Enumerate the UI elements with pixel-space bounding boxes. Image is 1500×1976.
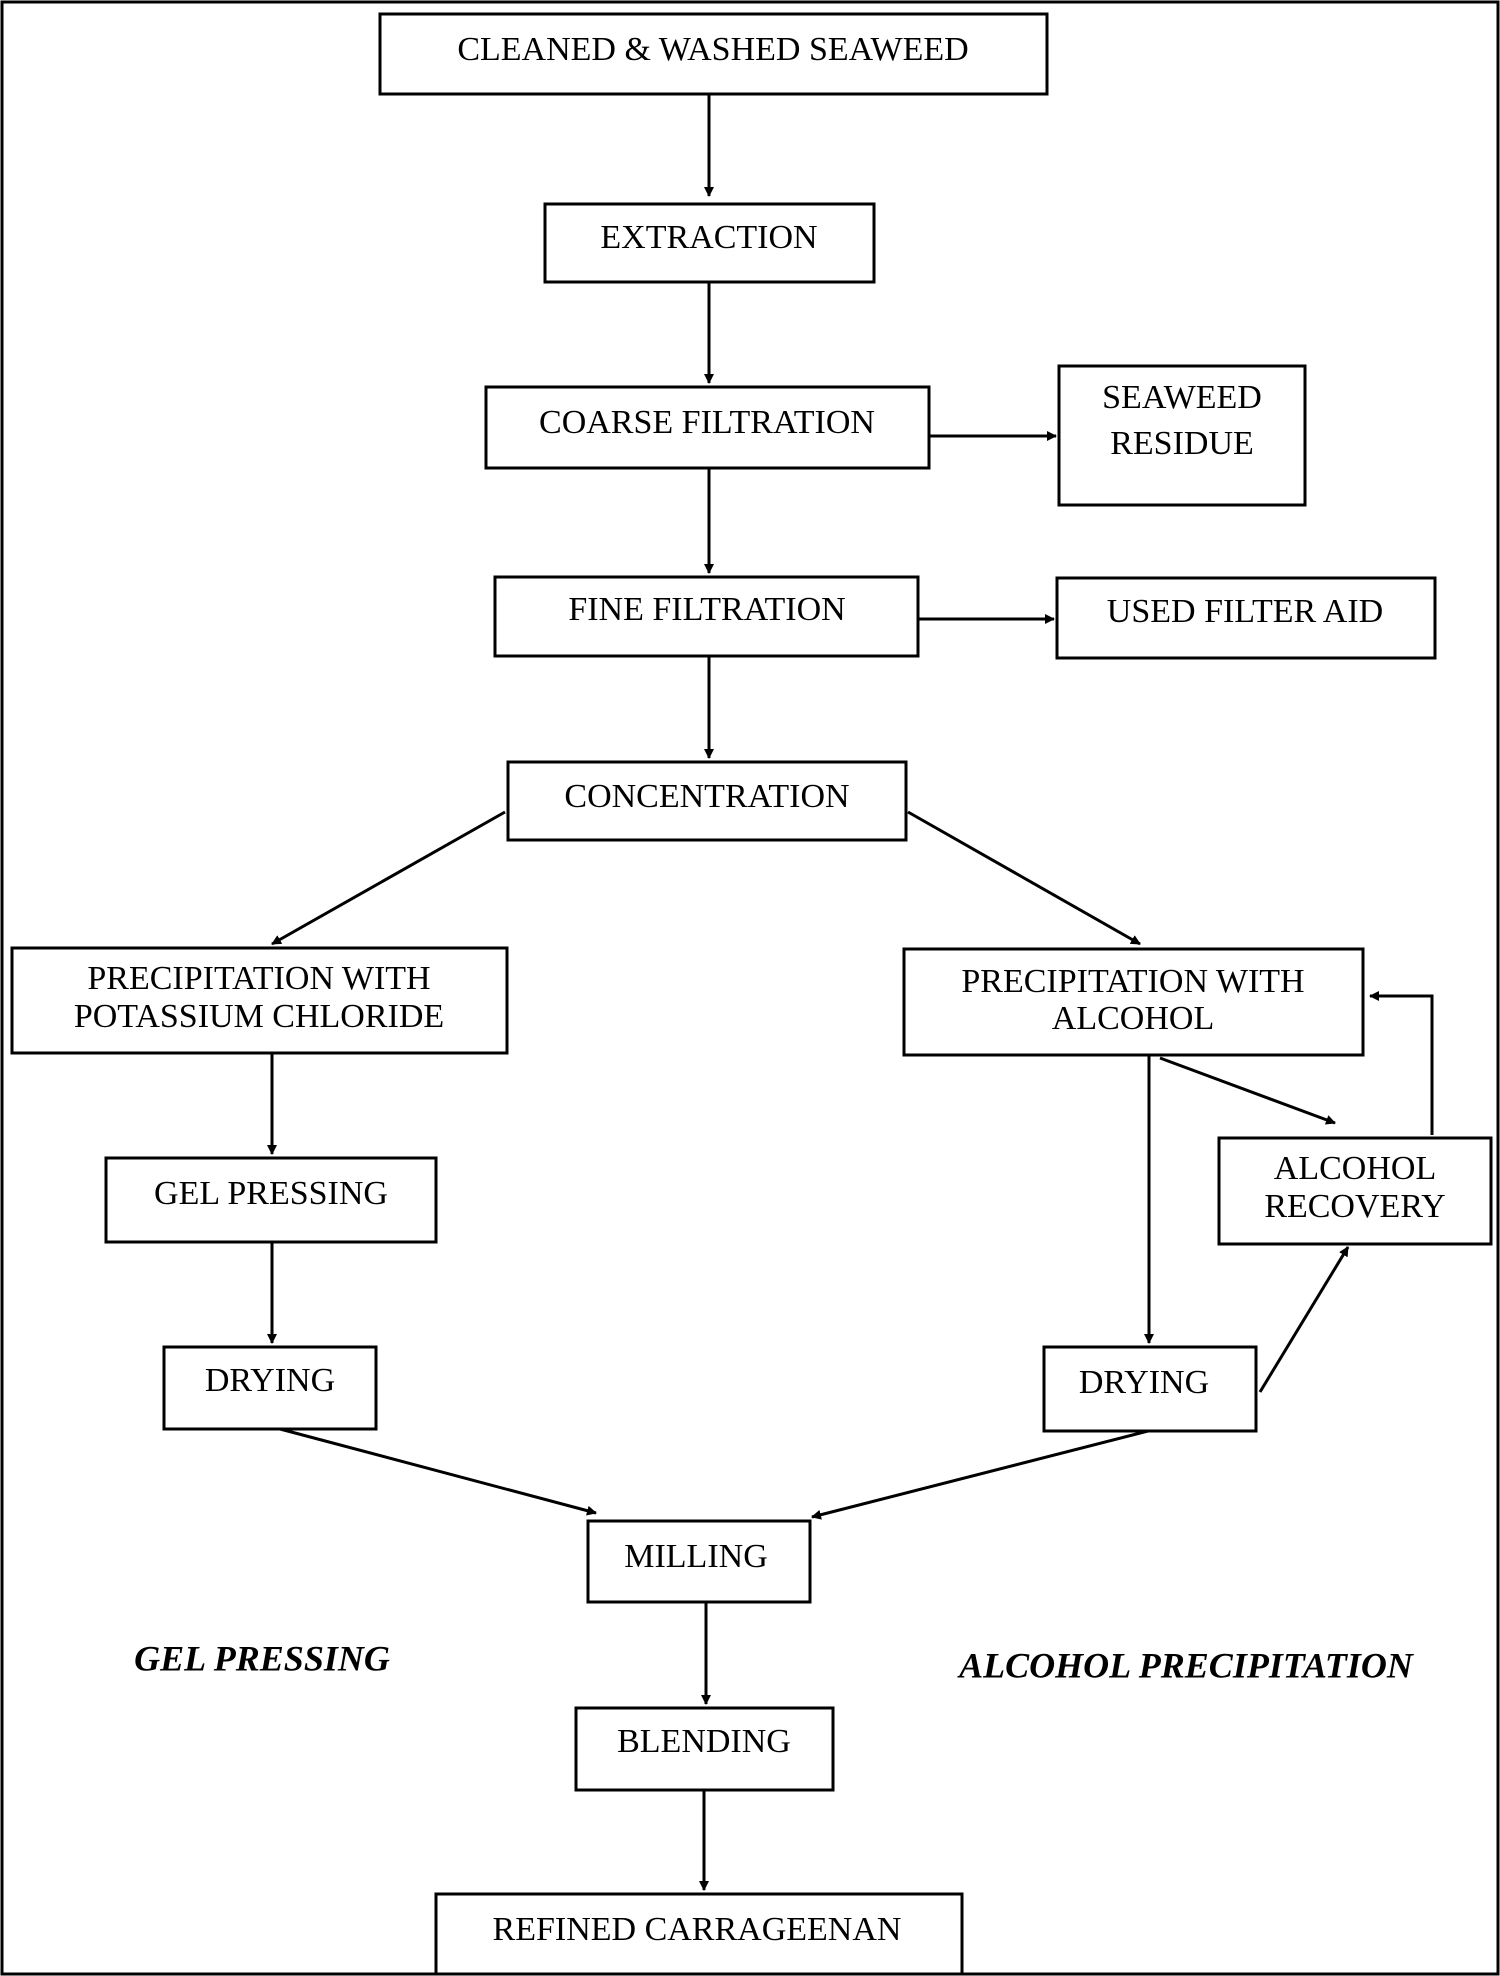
node-label: DRYING — [1079, 1364, 1209, 1401]
node-label: REFINED CARRAGEENAN — [493, 1911, 902, 1948]
node-coarse-filtration: COARSE FILTRATION — [484, 385, 931, 470]
arrow-concentration-to-kcl — [271, 810, 506, 946]
node-label-line-2: RECOVERY — [1264, 1188, 1445, 1225]
node-precipitation-alcohol: PRECIPITATION WITH ALCOHOL — [902, 947, 1365, 1057]
section-label-alcohol-precipitation: ALCOHOL PRECIPITATION — [957, 1645, 1415, 1685]
node-alcohol-recovery: ALCOHOL RECOVERY — [1217, 1136, 1493, 1246]
node-used-filter-aid: USED FILTER AID — [1055, 576, 1437, 660]
node-label-line-2: RESIDUE — [1110, 425, 1254, 462]
node-label: MILLING — [624, 1538, 768, 1575]
node-label-line-1: SEAWEED — [1102, 379, 1262, 416]
node-drying-right: DRYING — [1042, 1345, 1258, 1433]
node-label-line-1: PRECIPITATION WITH — [87, 960, 430, 997]
node-drying-left: DRYING — [162, 1345, 378, 1431]
node-label-line-1: PRECIPITATION WITH — [961, 963, 1304, 1000]
node-concentration: CONCENTRATION — [506, 760, 908, 842]
connectors — [267, 94, 1434, 1891]
arrow-drying-right-to-milling — [811, 1429, 1149, 1520]
node-label-line-2: ALCOHOL — [1052, 1000, 1214, 1037]
node-label: COARSE FILTRATION — [539, 404, 875, 441]
node-label: FINE FILTRATION — [568, 591, 845, 628]
node-cleaned-washed-seaweed: CLEANED & WASHED SEAWEED — [378, 12, 1049, 96]
node-extraction: EXTRACTION — [543, 202, 876, 284]
arrow-concentration-to-alcohol — [907, 810, 1141, 946]
arrow-drying-left-to-milling — [279, 1427, 597, 1516]
node-label: DRYING — [205, 1362, 335, 1399]
node-refined-carrageenan: REFINED CARRAGEENAN — [434, 1892, 964, 1976]
node-precipitation-potassium-chloride: PRECIPITATION WITH POTASSIUM CHLORIDE — [10, 946, 509, 1055]
node-gel-pressing: GEL PRESSING — [104, 1156, 438, 1244]
node-label: BLENDING — [617, 1723, 791, 1760]
node-label: CLEANED & WASHED SEAWEED — [457, 31, 968, 68]
node-label: GEL PRESSING — [154, 1175, 388, 1212]
node-label-line-2: POTASSIUM CHLORIDE — [74, 998, 444, 1035]
node-seaweed-residue: SEAWEED RESIDUE — [1057, 364, 1307, 507]
node-label-line-1: ALCOHOL — [1274, 1150, 1436, 1187]
node-milling: MILLING — [586, 1519, 812, 1604]
section-label-gel-pressing: GEL PRESSING — [134, 1638, 390, 1678]
node-label: EXTRACTION — [600, 219, 817, 256]
node-label: CONCENTRATION — [564, 778, 849, 815]
arrow-alcohol-to-recovery — [1159, 1056, 1336, 1125]
arrow-drying-to-recovery — [1258, 1246, 1350, 1393]
node-blending: BLENDING — [574, 1706, 835, 1792]
arrow-recovery-to-alcohol — [1369, 991, 1434, 1135]
node-fine-filtration: FINE FILTRATION — [493, 575, 920, 658]
node-label: USED FILTER AID — [1107, 593, 1383, 630]
